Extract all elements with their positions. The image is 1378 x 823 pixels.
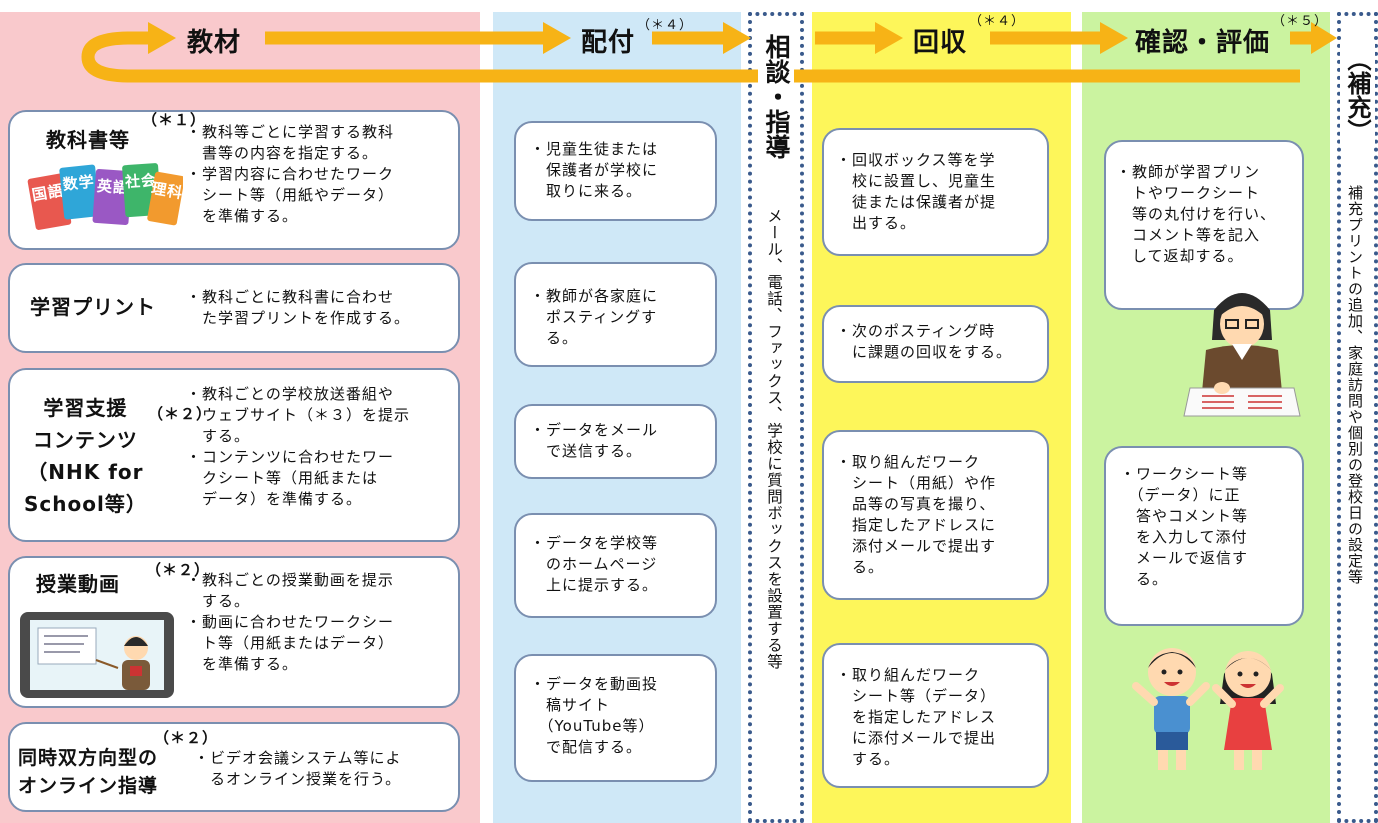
material-note: （＊２）: [148, 405, 213, 423]
kaishu-header-text: 回収: [913, 28, 968, 58]
soudan-text: メール、電話、ファックス、学校に質問ボックスを設置する等: [765, 208, 783, 670]
teacher-grading-icon: [1183, 293, 1301, 417]
material-card-online: 同時双方向型の オンライン指導 （＊２） ・ビデオ会議システム等によ るオンライ…: [8, 722, 460, 812]
material-title: 学習プリント: [30, 295, 156, 319]
video-lesson-icon: [20, 612, 174, 698]
arrowhead-icon: [723, 22, 751, 54]
kakunin-note: （＊５）: [1272, 14, 1329, 29]
arrowhead-icon: [543, 22, 571, 54]
girl-icon: [1212, 651, 1284, 770]
book-eigo-label: 英語: [96, 177, 129, 197]
flow-arrows: [81, 22, 1337, 83]
book-sugaku-label: 数学: [62, 172, 96, 193]
kakunin-item-text: ・教師が学習プリン トやワークシート 等の丸付けを行い、 コメント等を記入 して…: [1116, 163, 1277, 265]
book-kokugo-label: 国語: [31, 181, 66, 204]
haifu-item: ・データをメール で送信する。: [514, 404, 717, 479]
kakunin-header: 確認・評価（＊５）: [1135, 14, 1328, 59]
kaishu-item: ・次のポスティング時 に課題の回収をする。: [822, 305, 1049, 383]
haifu-header-text: 配付: [581, 28, 636, 58]
book-shakai-label: 社会: [124, 171, 158, 191]
material-card-kyokasho: 教科書等 （＊１） 国語 数学 英語 社会 理科 ・教科等ごとに学習する教科 書…: [8, 110, 460, 250]
material-card-print: 学習プリント ・教科ごとに教科書に合わせ た学習プリントを作成する。: [8, 263, 460, 353]
kaishu-item-text: ・次のポスティング時 に課題の回収をする。: [836, 322, 1013, 361]
material-title: 同時双方向型の オンライン指導: [18, 747, 159, 797]
arrowhead-icon: [148, 22, 176, 54]
boy-icon: [1132, 648, 1210, 770]
kaishu-item-text: ・回収ボックス等を学 校に設置し、児童生 徒または保護者が提 出する。: [836, 151, 997, 232]
kakunin-item: ・ワークシート等 （データ）に正 答やコメント等 を入力して添付 メールで返信す…: [1104, 446, 1304, 626]
haifu-item: ・データを動画投 稿サイト （YouTube等） で配信する。: [514, 654, 717, 782]
material-note: （＊１）: [142, 111, 207, 129]
kakunin-item: ・教師が学習プリン トやワークシート 等の丸付けを行い、 コメント等を記入 して…: [1104, 140, 1304, 310]
textbooks-icon: 国語 数学 英語 社会 理科: [27, 163, 183, 230]
hoju-text: 補充プリントの追加、家庭訪問や個別の登校日の設定等: [1346, 185, 1364, 585]
kaishu-item: ・取り組んだワーク シート（用紙）や作 品等の写真を撮り、 指定したアドレスに …: [822, 430, 1049, 600]
haifu-item: ・教師が各家庭に ポスティングす る。: [514, 262, 717, 367]
kakunin-item-text: ・ワークシート等 （データ）に正 答やコメント等 を入力して添付 メールで返信す…: [1120, 465, 1249, 588]
arrowhead-icon: [1100, 22, 1128, 54]
material-desc: ・教科等ごとに学習する教科 書等の内容を指定する。 ・学習内容に合わせたワーク …: [186, 123, 395, 225]
material-desc: ・ビデオ会議システム等によ るオンライン授業を行う。: [194, 749, 402, 788]
haifu-item: ・データを学校等 のホームページ 上に提示する。: [514, 513, 717, 618]
material-card-contents: 学習支援 コンテンツ （NHK for School等） （＊２） ・教科ごとの…: [8, 368, 460, 542]
kyozai-header: 教材: [187, 28, 242, 58]
material-desc: ・教科ごとに教科書に合わせ た学習プリントを作成する。: [186, 288, 411, 327]
haifu-item: ・児童生徒または 保護者が学校に 取りに来る。: [514, 121, 717, 221]
kakunin-header-text: 確認・評価: [1135, 28, 1271, 58]
kaishu-item-text: ・取り組んだワーク シート（用紙）や作 品等の写真を撮り、 指定したアドレスに …: [836, 453, 997, 576]
haifu-note: （＊４）: [637, 18, 694, 33]
return-loop-arrow: [81, 31, 1300, 83]
haifu-item-text: ・教師が各家庭に ポスティングす る。: [530, 287, 659, 347]
arrowhead-icon: [875, 22, 903, 54]
book-kokugo: [27, 173, 72, 230]
material-note: （＊２）: [154, 729, 219, 747]
haifu-item-text: ・データを動画投 稿サイト （YouTube等） で配信する。: [530, 675, 659, 756]
kaishu-note: （＊４）: [969, 14, 1026, 29]
soudan-header: 相談・指導: [758, 30, 794, 163]
kaishu-item: ・取り組んだワーク シート等（データ） を指定したアドレス に添付メールで提出 …: [822, 643, 1049, 788]
book-sugaku: [59, 164, 101, 220]
hoju-column: [1337, 12, 1378, 823]
haifu-item-text: ・データを学校等 のホームページ 上に提示する。: [530, 534, 659, 594]
kaishu-header: 回収（＊４）: [913, 14, 1025, 59]
arrowhead-icon: [1311, 22, 1337, 54]
material-title: 授業動画: [36, 572, 120, 596]
material-title: 学習支援 コンテンツ （NHK for School等）: [24, 396, 147, 516]
book-eigo: [92, 169, 132, 225]
book-rika: [147, 171, 183, 226]
haifu-item-text: ・データをメール で送信する。: [530, 421, 659, 460]
material-note: （＊２）: [146, 561, 211, 579]
children-icon: [1132, 648, 1284, 770]
kaishu-item-text: ・取り組んだワーク シート等（データ） を指定したアドレス に添付メールで提出 …: [836, 666, 997, 768]
book-rika-label: 理科: [150, 179, 183, 202]
kaishu-item: ・回収ボックス等を学 校に設置し、児童生 徒または保護者が提 出する。: [822, 128, 1049, 256]
soudan-column: [748, 12, 804, 823]
haifu-header: 配付（＊４）: [581, 18, 693, 59]
hoju-header: （補充）: [1340, 44, 1375, 146]
material-desc: ・教科ごとの学校放送番組や ウェブサイト（＊３）を提示 する。 ・コンテンツに合…: [186, 385, 411, 508]
material-title: 教科書等: [46, 128, 130, 152]
material-desc: ・教科ごとの授業動画を提示 する。 ・動画に合わせたワークシー ト等（用紙または…: [186, 571, 395, 673]
material-card-video: 授業動画 （＊２） ・教科ごとの授業動画を提示 する。 ・動画に合わせたワークシ…: [8, 556, 460, 708]
haifu-item-text: ・児童生徒または 保護者が学校に 取りに来る。: [530, 140, 659, 200]
